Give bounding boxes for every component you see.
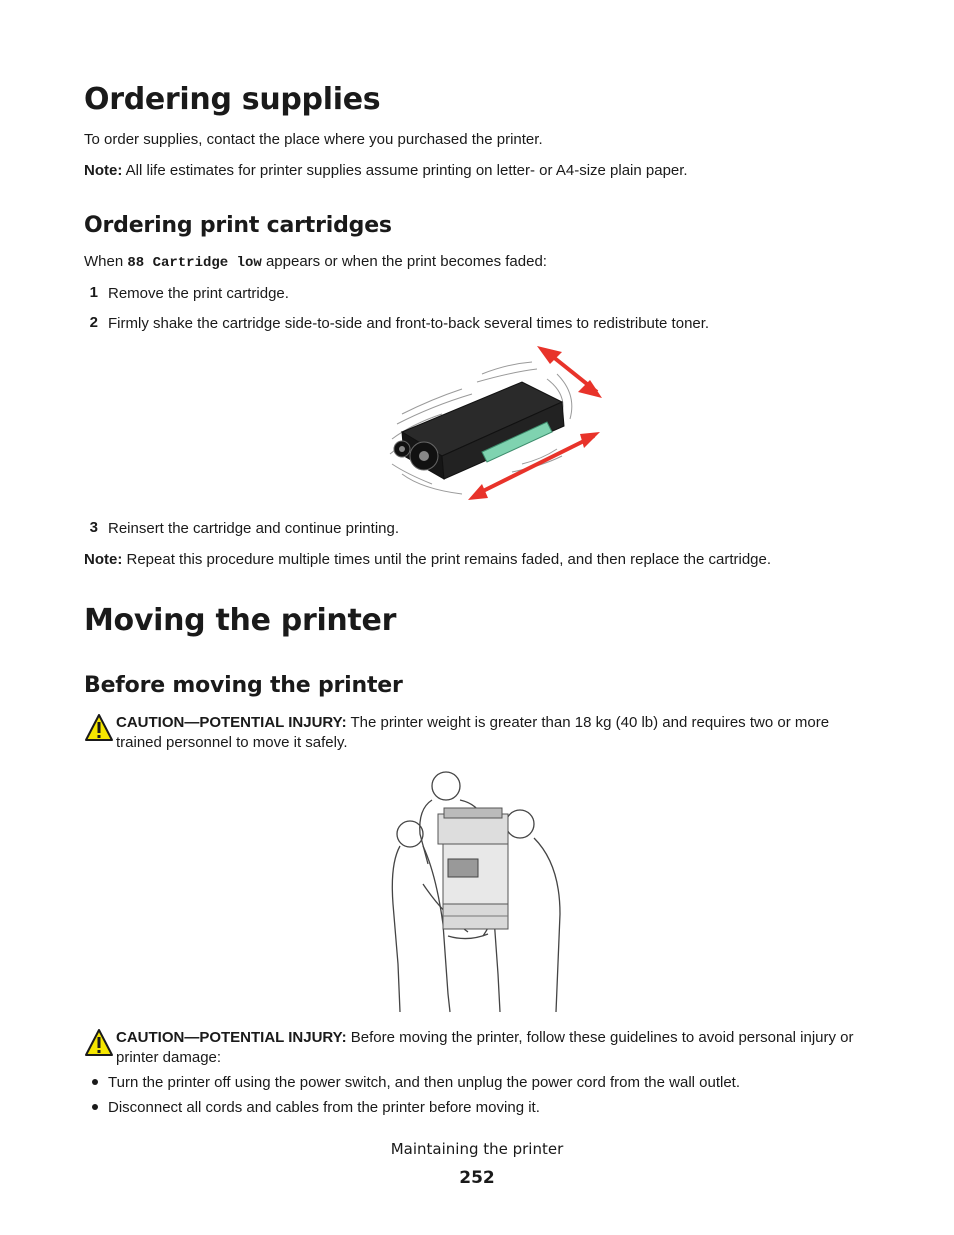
bullet-dot: [92, 1104, 98, 1110]
when-suffix: appears or when the print becomes faded:: [261, 253, 547, 270]
bullet-item-2: Disconnect all cords and cables from the…: [108, 1099, 540, 1116]
caution-paragraph-1: CAUTION—POTENTIAL INJURY: The printer we…: [116, 713, 876, 753]
cartridge-body: [393, 381, 565, 480]
step-3: 3 Reinsert the cartridge and continue pr…: [84, 519, 884, 539]
warning-icon: [85, 714, 113, 741]
caution-text: The printer weight is greater than 18 kg…: [116, 714, 830, 751]
page-title-ordering-supplies: Ordering supplies: [84, 82, 381, 117]
intro-paragraph: To order supplies, contact the place whe…: [84, 131, 543, 148]
step-1: 1 Remove the print cartridge.: [84, 284, 884, 304]
subheading-ordering-print-cartridges: Ordering print cartridges: [84, 213, 392, 238]
step-text: Remove the print cartridge.: [108, 285, 289, 302]
code-message: 88 Cartridge low: [127, 255, 262, 271]
people-lifting-printer-illustration: [391, 771, 561, 1013]
caution-paragraph-2: CAUTION—POTENTIAL INJURY: Before moving …: [116, 1028, 876, 1068]
step-2: 2 Firmly shake the cartridge side-to-sid…: [84, 314, 884, 334]
step-number: 3: [89, 519, 98, 536]
note-label: Note:: [84, 551, 123, 568]
printer-drawing: [437, 807, 509, 930]
bullet-item-1: Turn the printer off using the power swi…: [108, 1074, 741, 1091]
page-title-moving-the-printer: Moving the printer: [84, 603, 397, 638]
page-number: 252: [459, 1168, 495, 1188]
shake-cartridge-illustration: [389, 346, 602, 500]
note-text: Repeat this procedure multiple times unt…: [122, 551, 772, 568]
step-text: Reinsert the cartridge and continue prin…: [108, 520, 400, 537]
warning-icon: [85, 1029, 113, 1056]
when-prefix: When: [84, 253, 128, 270]
footer-chapter: Maintaining the printer: [390, 1140, 564, 1158]
note-paragraph-2: Note: Repeat this procedure multiple tim…: [84, 550, 771, 570]
step-number: 2: [89, 314, 98, 331]
subheading-before-moving: Before moving the printer: [84, 673, 403, 698]
note-label: Note:: [84, 162, 123, 179]
step-number: 1: [89, 284, 98, 301]
direction-arrows: [468, 346, 602, 500]
when-paragraph: When 88 Cartridge low appears or when th…: [84, 252, 547, 273]
step-text: Firmly shake the cartridge side-to-side …: [108, 315, 710, 332]
note-text: All life estimates for printer supplies …: [122, 162, 688, 179]
caution-label: CAUTION—POTENTIAL INJURY:: [116, 714, 347, 731]
caution-label: CAUTION—POTENTIAL INJURY:: [116, 1029, 347, 1046]
caution-text: Before moving the printer, follow these …: [116, 1029, 854, 1066]
bullet-dot: [92, 1079, 98, 1085]
note-paragraph-1: Note: All life estimates for printer sup…: [84, 161, 688, 181]
